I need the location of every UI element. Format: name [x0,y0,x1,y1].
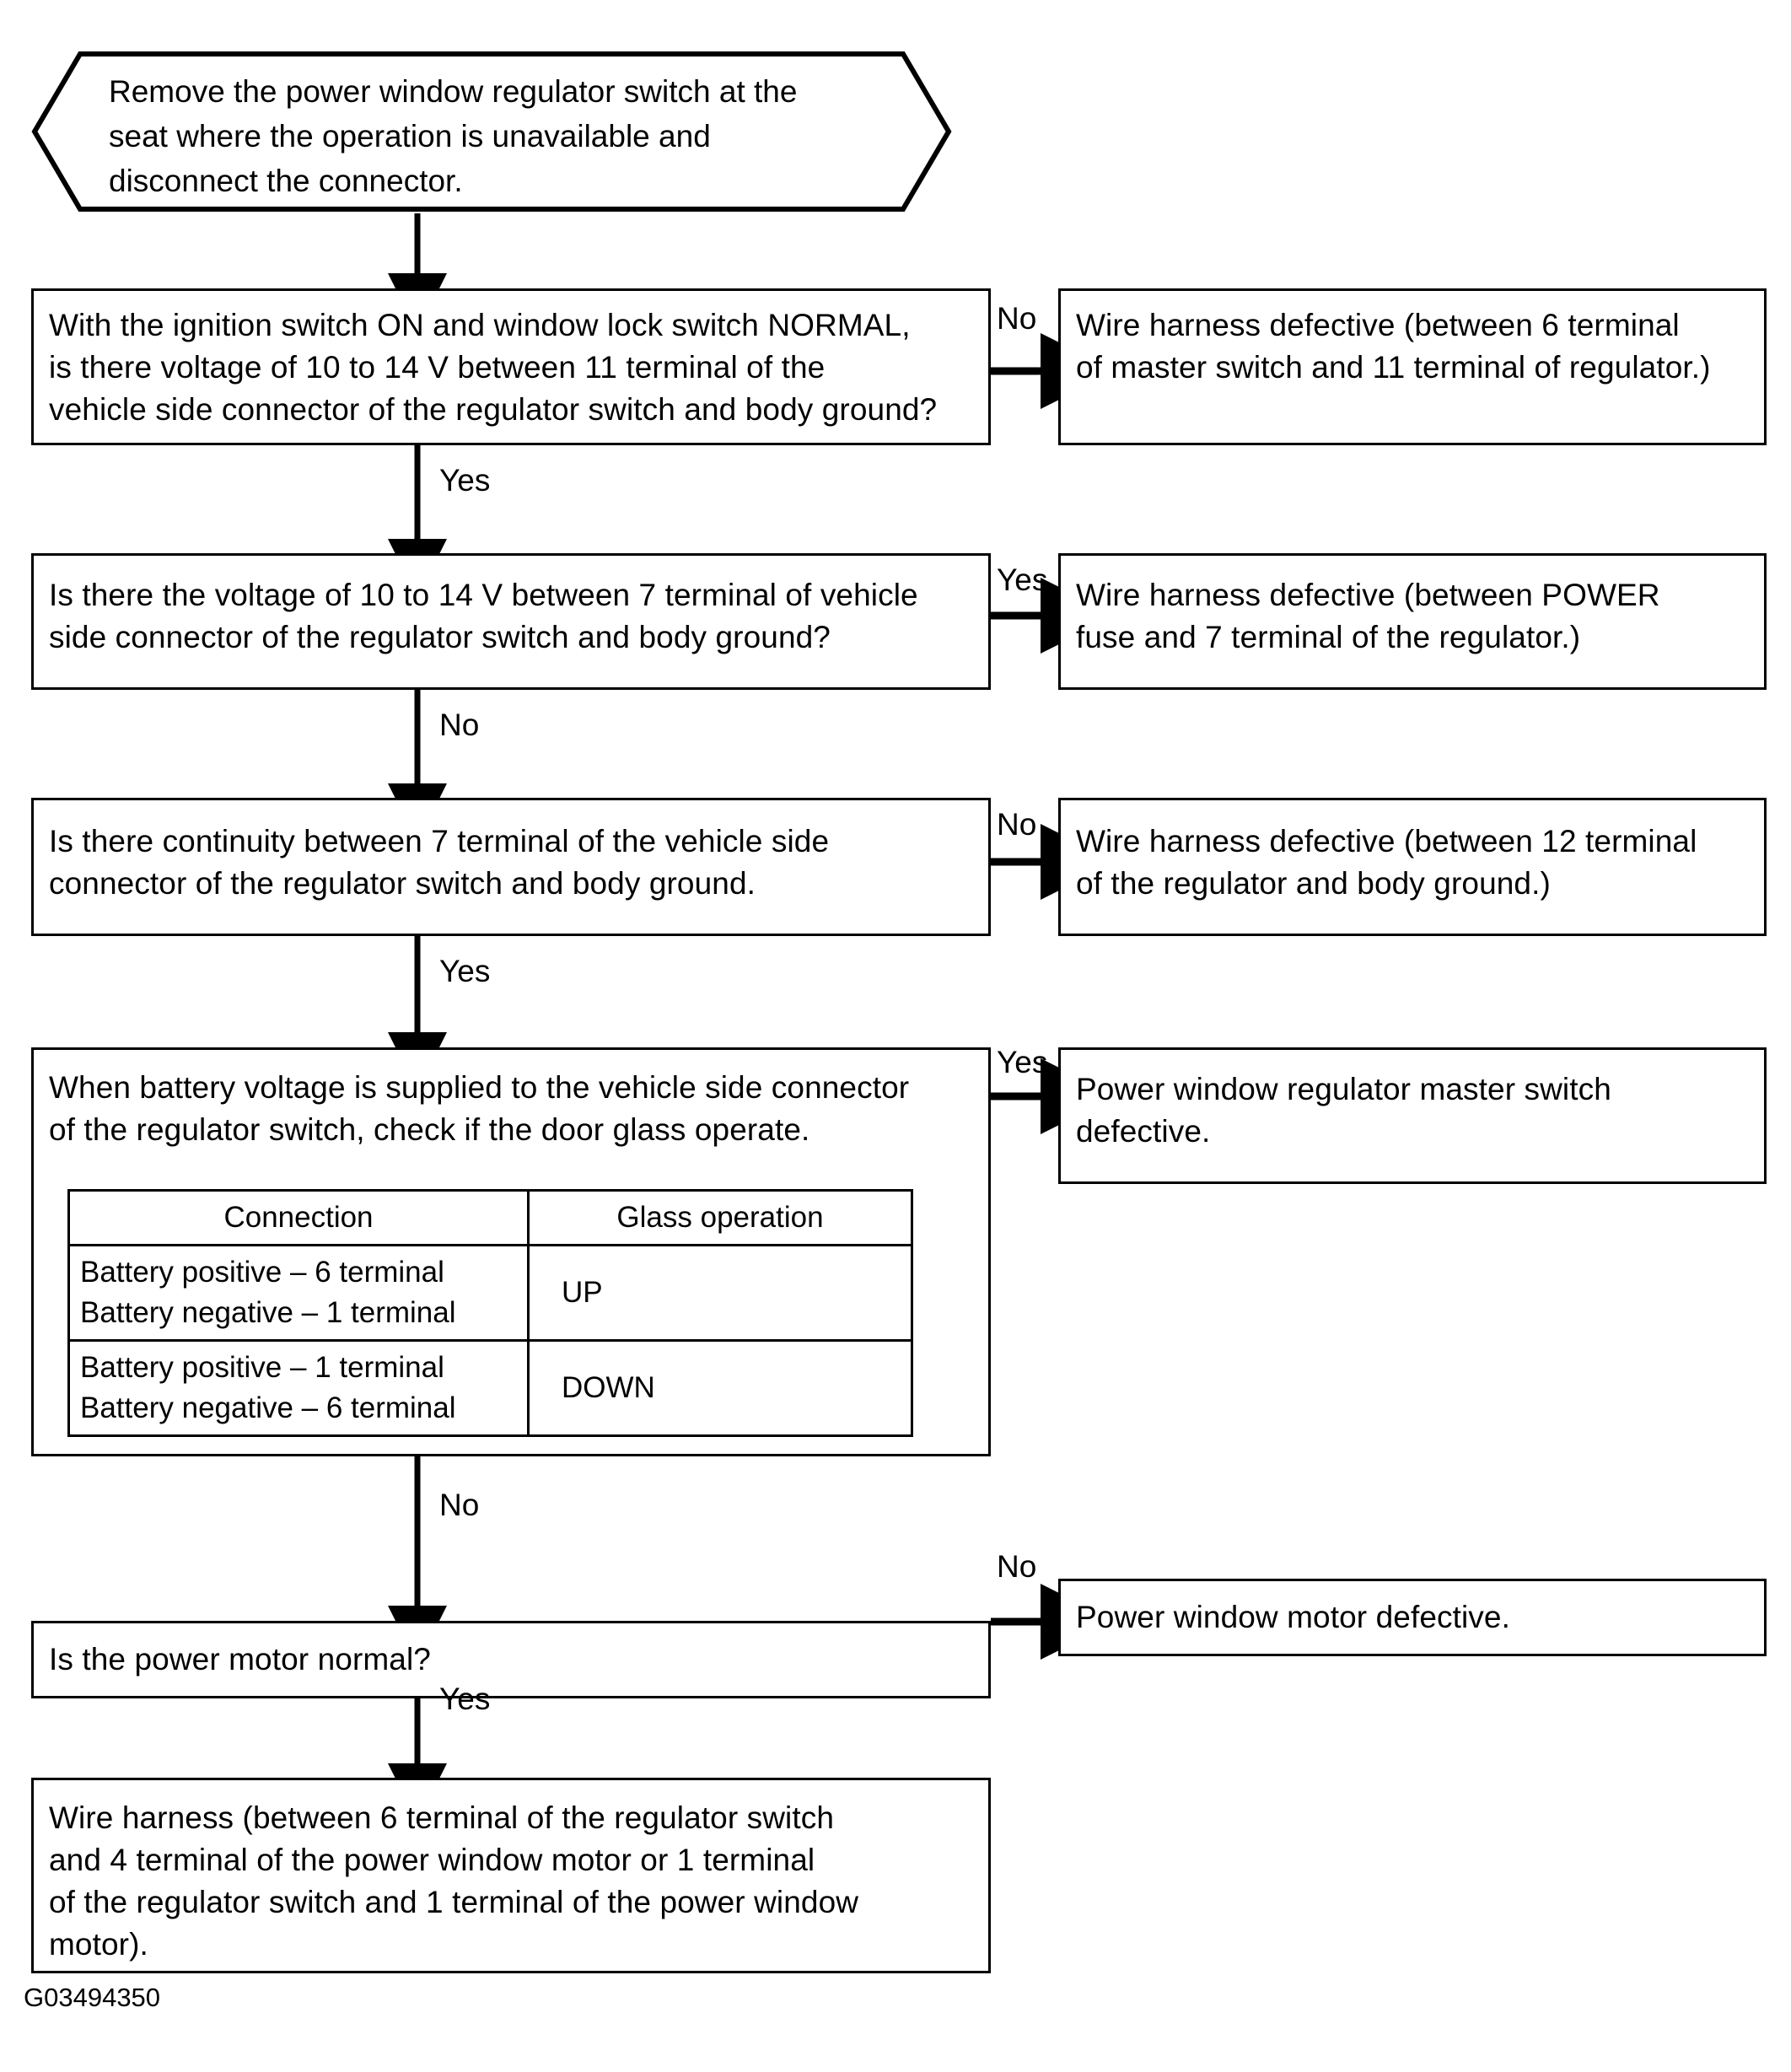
question-text-q5: Is the power motor normal? [49,1642,431,1676]
table-header-glass-operation: Glass operation [527,1189,913,1246]
table-row: Battery positive – 1 terminal Battery ne… [67,1339,913,1437]
question-box-q2: Is there the voltage of 10 to 14 V betwe… [31,553,991,690]
edge-label-q1-down: Yes [439,463,491,498]
edge-label-q4-down: No [439,1488,480,1522]
result-text-r4: Power window regulator master switch def… [1076,1072,1611,1149]
glass-operation-table: Connection Glass operation Battery posit… [67,1189,913,1437]
edge-label-q2-branch: Yes [997,562,1048,597]
edge-label-q4-branch: Yes [997,1045,1048,1079]
end-box: Wire harness (between 6 terminal of the … [31,1778,991,1973]
table-cell-connection-2: Battery positive – 1 terminal Battery ne… [67,1339,530,1437]
start-node-text: Remove the power window regulator switch… [109,74,798,198]
question-text-q3: Is there continuity between 7 terminal o… [49,824,830,901]
table-cell-operation-1: UP [527,1244,913,1342]
result-box-r5: Power window motor defective. [1058,1579,1767,1656]
result-box-r2: Wire harness defective (between POWER fu… [1058,553,1767,690]
result-box-r4: Power window regulator master switch def… [1058,1047,1767,1184]
result-text-r1: Wire harness defective (between 6 termin… [1076,308,1711,385]
hexagon-shape [31,51,952,212]
edge-label-q2-down: No [439,708,480,742]
question-box-q3: Is there continuity between 7 terminal o… [31,798,991,936]
result-text-r2: Wire harness defective (between POWER fu… [1076,578,1660,654]
edge-label-q3-down: Yes [439,954,491,988]
question-box-q4: When battery voltage is supplied to the … [31,1047,991,1456]
edge-label-q3-branch: No [997,807,1037,842]
figure-reference-code: G03494350 [24,1983,161,2012]
result-box-r3: Wire harness defective (between 12 termi… [1058,798,1767,936]
result-text-r3: Wire harness defective (between 12 termi… [1076,824,1697,901]
edge-label-q5-branch: No [997,1549,1037,1584]
start-node: Remove the power window regulator switch… [31,51,952,213]
edge-label-q5-down: Yes [439,1682,491,1716]
table-header-connection: Connection [67,1189,530,1246]
table-header-row: Connection Glass operation [67,1189,913,1246]
result-box-r1: Wire harness defective (between 6 termin… [1058,288,1767,445]
question-text-q1: With the ignition switch ON and window l… [49,308,938,427]
edge-label-q1-branch: No [997,301,1037,336]
result-text-r5: Power window motor defective. [1076,1600,1510,1634]
table-cell-connection-1: Battery positive – 6 terminal Battery ne… [67,1244,530,1342]
question-text-q2: Is there the voltage of 10 to 14 V betwe… [49,578,918,654]
question-box-q1: With the ignition switch ON and window l… [31,288,991,445]
table-row: Battery positive – 6 terminal Battery ne… [67,1244,913,1342]
end-box-text: Wire harness (between 6 terminal of the … [49,1800,859,1962]
table-cell-operation-2: DOWN [527,1339,913,1437]
question-box-q5: Is the power motor normal? [31,1621,991,1698]
question-text-q4: When battery voltage is supplied to the … [49,1070,910,1147]
